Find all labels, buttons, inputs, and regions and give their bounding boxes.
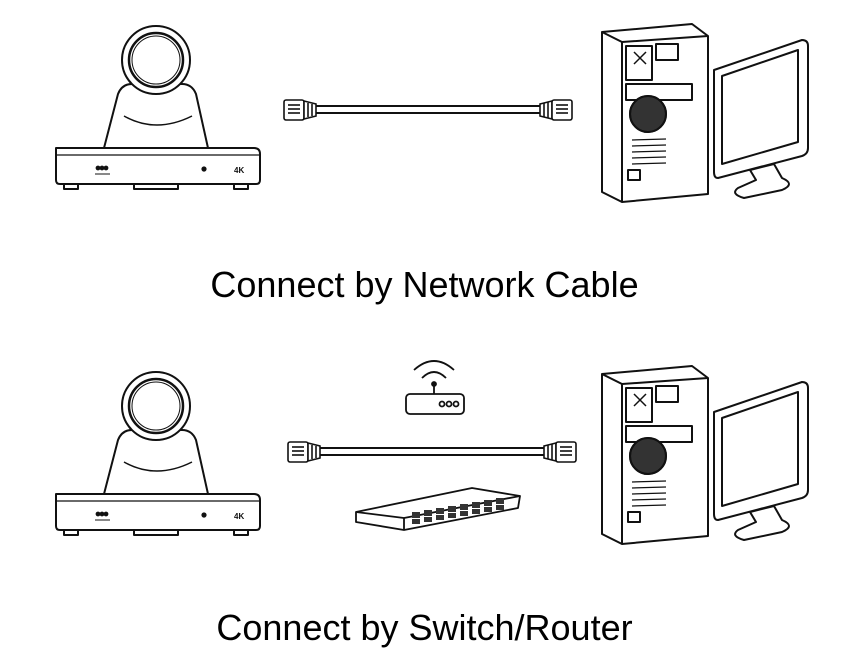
diagram-caption: Connect by Switch/Router — [216, 607, 633, 648]
camera-icon: 4K — [54, 24, 262, 191]
desktop-computer-icon — [601, 365, 809, 545]
network-cable-diagram: 4K Connect by Network Cable — [54, 23, 809, 305]
diagram-caption: Connect by Network Cable — [210, 264, 639, 305]
wifi-router-icon — [405, 360, 465, 415]
network-switch-icon — [355, 487, 521, 531]
camera-model-label: 4K — [234, 166, 244, 175]
network-cable-icon — [287, 441, 577, 463]
switch-router-diagram: 4K Connect by Switch/Router — [0, 340, 849, 656]
switch-router-illustration: 4K — [54, 360, 809, 545]
network-cable-icon — [283, 99, 573, 121]
network-cable-illustration: 4K — [54, 23, 809, 203]
camera-icon: 4K — [54, 370, 262, 537]
desktop-computer-icon — [601, 23, 809, 203]
camera-model-label: 4K — [234, 512, 244, 521]
